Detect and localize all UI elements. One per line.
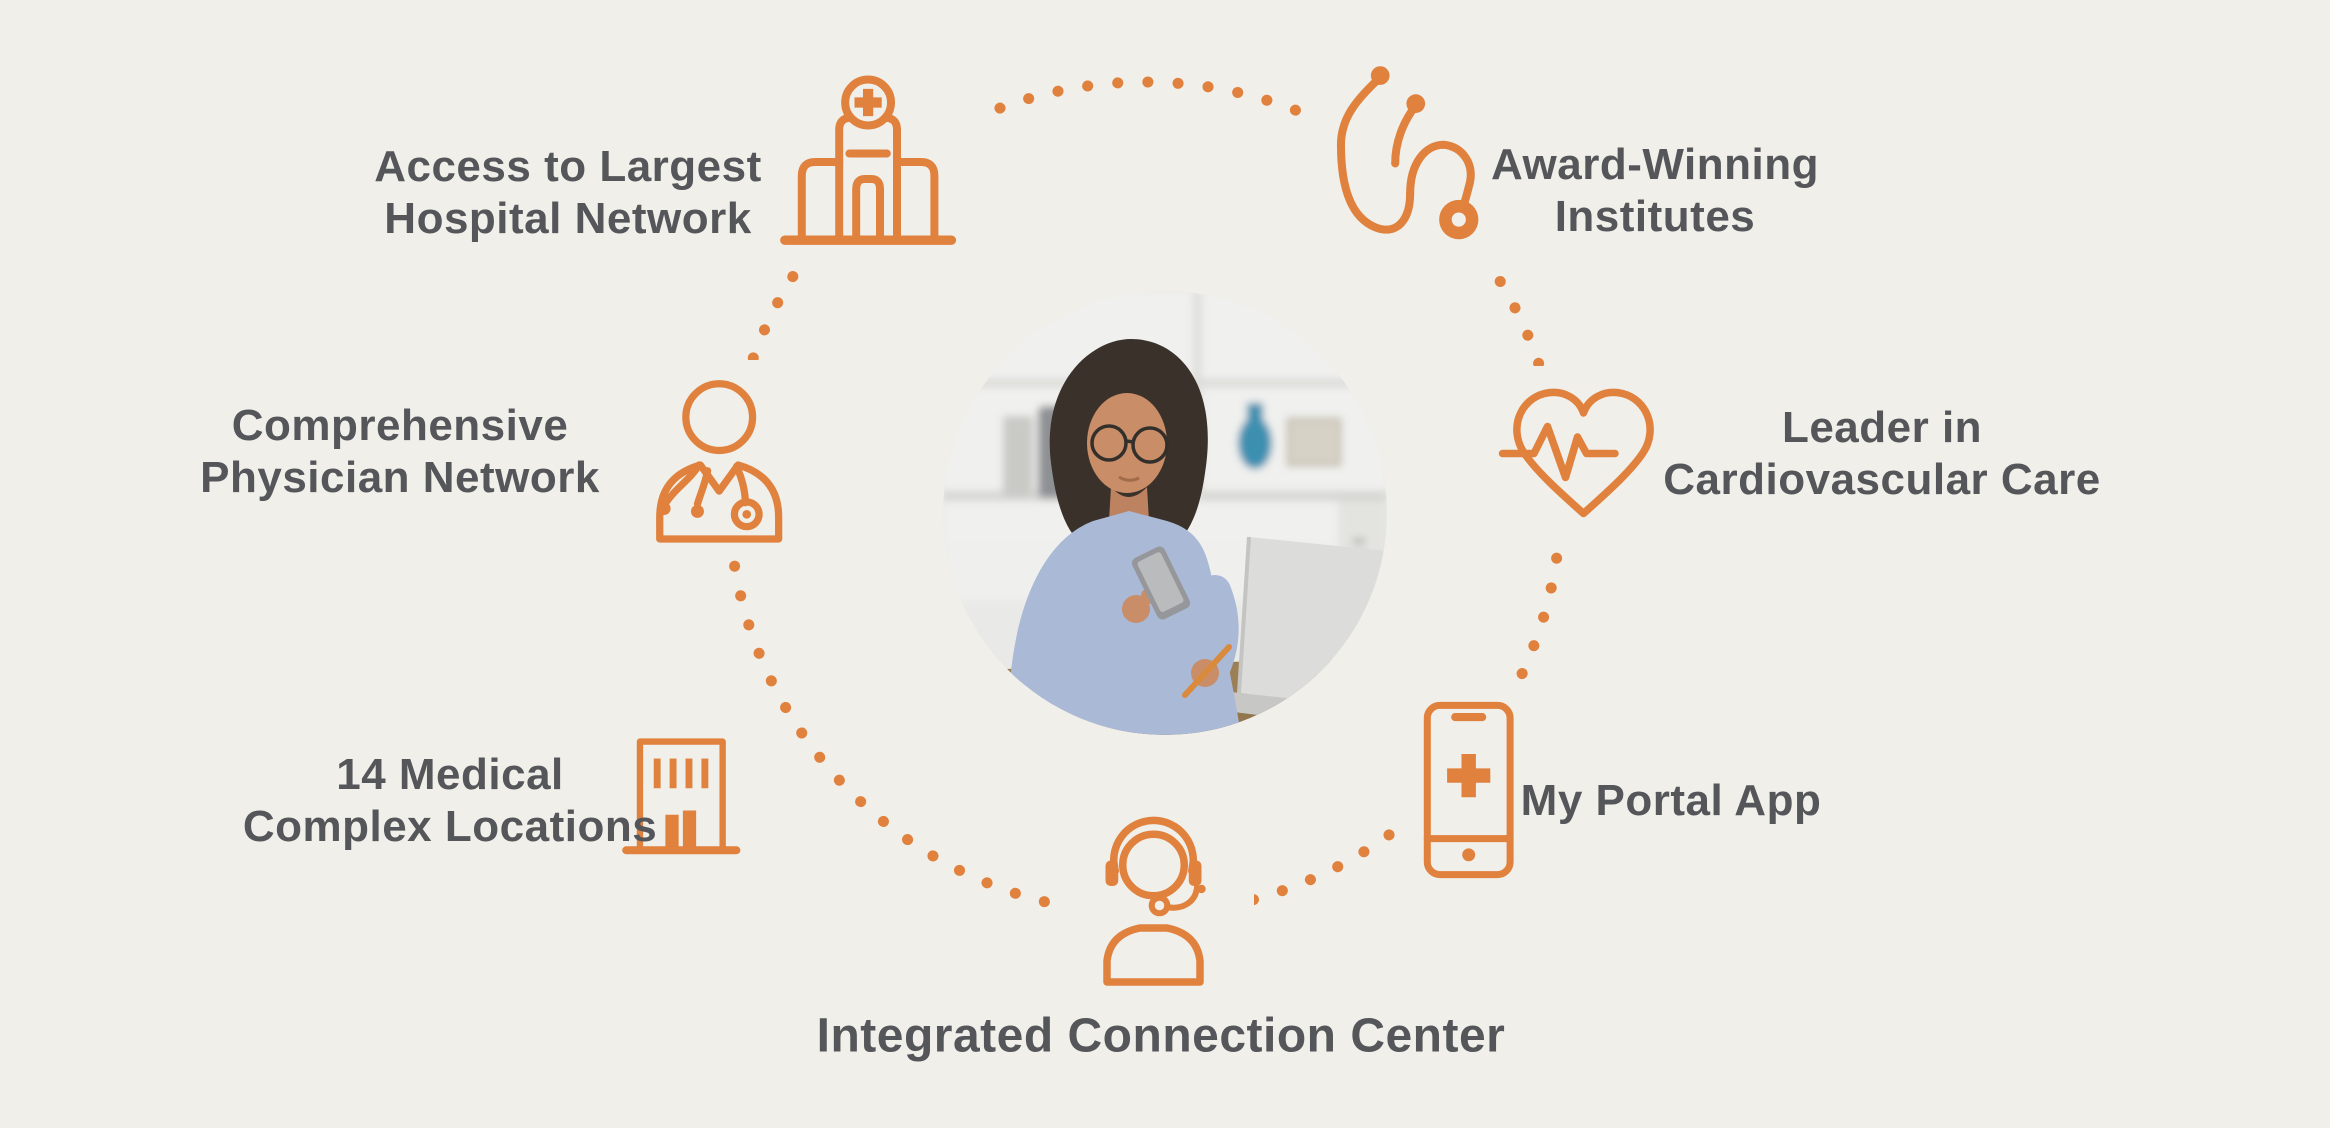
feature-label-award-winning: Award-Winning Institutes: [1491, 139, 1819, 243]
feature-label-hospital-network: Access to Largest Hospital Network: [374, 141, 762, 245]
label-line: Hospital Network: [384, 194, 752, 243]
label-line: Award-Winning: [1491, 140, 1819, 190]
feature-label-physician-network: Comprehensive Physician Network: [200, 400, 600, 504]
label-line: Complex Locations: [242, 802, 658, 851]
stethoscope-icon: [1336, 66, 1479, 240]
center-photo-scene: [943, 291, 1387, 735]
doctor-icon: [656, 380, 783, 543]
center-photo: [943, 291, 1387, 735]
feature-label-medical-locations: 14 Medical Complex Locations: [243, 749, 657, 853]
label-line: Integrated Connection Center: [816, 1009, 1506, 1063]
woman: [1008, 339, 1241, 735]
feature-label-cardiovascular: Leader in Cardiovascular Care: [1663, 402, 2101, 506]
smartphone: [1131, 546, 1191, 620]
hospital-icon: [780, 75, 957, 245]
mobile-app-icon: [1423, 701, 1514, 879]
label-line: 14 Medical: [336, 750, 564, 800]
medical-building-icon: [622, 738, 741, 855]
heart-ekg-icon: [1498, 388, 1654, 518]
glasses: [1090, 424, 1128, 462]
label-line: Physician Network: [200, 453, 600, 502]
label-line: Leader in: [1781, 403, 1983, 453]
feature-label-connection-center: Integrated Connection Center: [817, 1009, 1506, 1066]
label-line: Access to Largest: [374, 142, 762, 192]
feature-label-portal-app: My Portal App: [1521, 775, 1822, 827]
label-line: Institutes: [1554, 192, 1756, 241]
blue-vase: [1238, 417, 1272, 469]
headset-agent-icon: [1103, 816, 1206, 986]
pencil: [1182, 644, 1232, 698]
label-line: Cardiovascular Care: [1663, 455, 2101, 504]
label-line: Comprehensive: [231, 401, 569, 451]
label-line: My Portal App: [1520, 776, 1822, 826]
